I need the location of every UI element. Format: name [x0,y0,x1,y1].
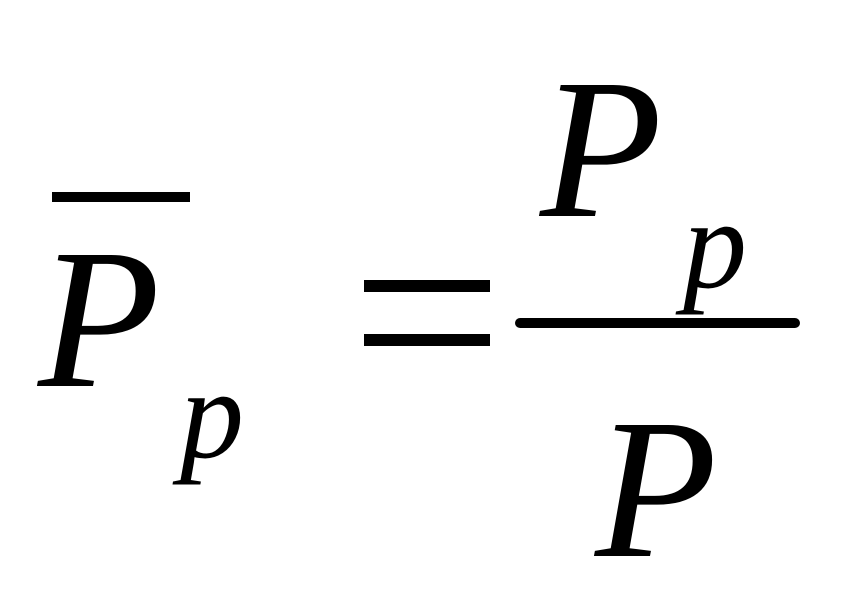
numerator-subscript: p [683,173,747,315]
lhs-main-symbol: P [38,209,161,430]
lhs-subscript: p [180,343,244,485]
equals-top-bar [364,280,490,292]
denominator-symbol: P [595,379,718,600]
fraction-bar [515,318,800,328]
overline-bar [52,192,190,202]
numerator-main-symbol: P [540,39,663,260]
equals-bottom-bar [364,334,490,346]
